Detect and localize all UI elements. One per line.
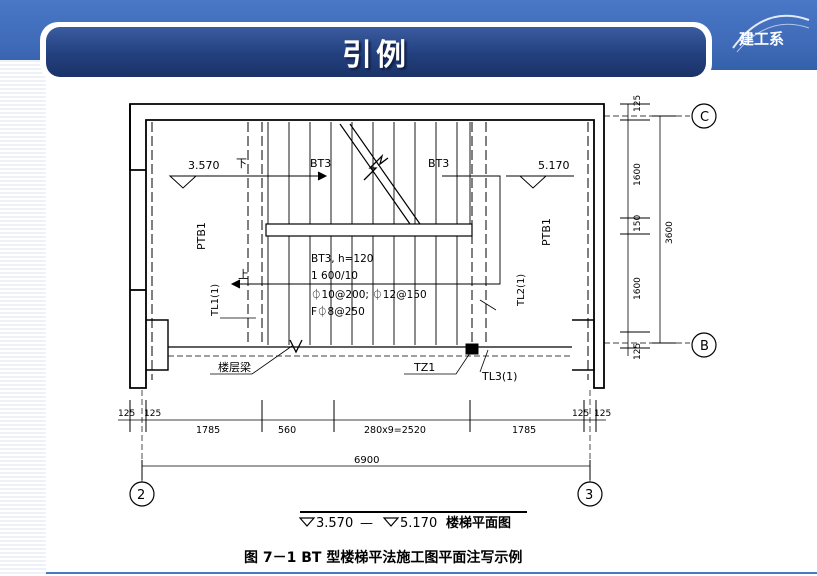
left-decoration xyxy=(0,60,46,576)
subtitle-elev-a: 3.570 xyxy=(316,516,353,531)
floor-beam-label: 楼层梁 xyxy=(218,360,251,374)
beam-break-mark xyxy=(289,339,303,354)
dim-bottom-7: 125 xyxy=(572,409,589,419)
axis-2-label: 2 xyxy=(137,488,145,503)
dim-bottom-3: 1785 xyxy=(196,425,220,436)
footer-line xyxy=(46,572,817,574)
logo: 建工系 xyxy=(725,8,811,62)
subtitle-tail: 楼梯平面图 xyxy=(446,515,511,531)
lower-flight-treads xyxy=(267,236,458,345)
ptb1-left-label: PTB1 xyxy=(195,222,208,250)
bt-annotation-4: F⏀8@250 xyxy=(311,305,365,318)
bt3-right-label: BT3 xyxy=(428,157,449,170)
logo-swoosh-icon xyxy=(732,14,810,53)
dim-bottom-5: 280x9=2520 xyxy=(364,425,426,436)
tl1-label: TL1(1) xyxy=(210,284,221,317)
axis-c-circle xyxy=(691,103,717,129)
dim-right-3: 150 xyxy=(633,215,643,232)
title-bar: 引例 xyxy=(46,27,706,77)
outer-wall xyxy=(129,103,605,389)
bt-annotation-1: BT3, h=120 xyxy=(311,253,373,265)
dim-bottom-6: 1785 xyxy=(512,425,536,436)
tl3-label: TL3(1) xyxy=(481,370,517,383)
dim-bottom-4: 560 xyxy=(278,425,296,436)
dim-bottom-1: 125 xyxy=(118,409,135,419)
figure-caption: 图 7－1 BT 型楼梯平法施工图平面注写示例 xyxy=(244,549,522,566)
handrail xyxy=(265,223,473,237)
dim-total: 6900 xyxy=(354,455,379,466)
break-mark xyxy=(363,153,389,181)
right-column xyxy=(572,319,595,371)
dim-right-4: 1600 xyxy=(633,277,643,300)
axis-b-label: B xyxy=(700,339,709,354)
bt3-left-label: BT3 xyxy=(310,157,331,170)
slide-title: 引例 xyxy=(342,38,410,73)
upper-flight-treads xyxy=(267,122,471,224)
dim-right-2: 1600 xyxy=(633,163,643,186)
axis-b-circle xyxy=(691,332,717,358)
subtitle-underline xyxy=(300,511,527,513)
left-column xyxy=(146,319,169,371)
up-label: 上 xyxy=(238,268,249,281)
down-label: 下 xyxy=(236,157,247,170)
ptb1-right-label: PTB1 xyxy=(540,218,553,246)
subtitle-sep: — xyxy=(360,516,373,531)
dim-right-1: 125 xyxy=(633,95,643,112)
dim-bottom-2: 125 xyxy=(144,409,161,419)
bt-annotation-2: 1 600/10 xyxy=(311,270,358,282)
elev-right-label: 5.170 xyxy=(538,159,570,172)
bt-annotation-3: ⏀10@200; ⏀12@150 xyxy=(311,288,427,301)
dim-right-5: 125 xyxy=(633,343,643,360)
elev-left-label: 3.570 xyxy=(188,159,220,172)
axis-3-label: 3 xyxy=(585,488,593,503)
axis-c-label: C xyxy=(700,110,709,125)
dim-right-total: 3600 xyxy=(665,221,675,244)
tl2-label: TL2(1) xyxy=(516,274,527,307)
subtitle-elev-b: 5.170 xyxy=(400,516,437,531)
logo-text: 建工系 xyxy=(739,30,785,48)
tz1-label: TZ1 xyxy=(413,361,435,374)
dim-bottom-8: 125 xyxy=(594,409,611,419)
